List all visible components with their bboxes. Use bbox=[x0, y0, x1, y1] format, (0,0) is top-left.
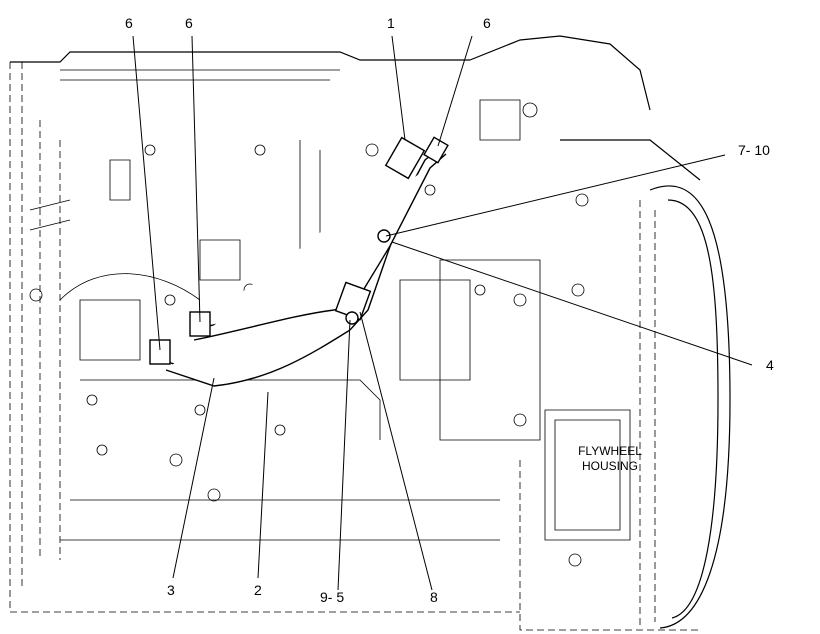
bolts-and-fittings bbox=[29, 99, 538, 502]
flywheel-housing-line2: HOUSING bbox=[581, 459, 638, 473]
leader-7-10 bbox=[385, 154, 726, 237]
tube-assembly bbox=[149, 136, 449, 387]
leader-9-5 bbox=[337, 319, 351, 591]
flywheel-housing-line1: FLYWHEEL bbox=[578, 444, 642, 458]
callout-7-10: 7- 10 bbox=[738, 142, 770, 158]
leader-1 bbox=[391, 35, 406, 141]
callout-4: 4 bbox=[766, 357, 774, 373]
callout-6-right: 6 bbox=[483, 15, 491, 31]
flywheel-housing-shape bbox=[544, 139, 731, 629]
callout-3: 3 bbox=[167, 582, 175, 598]
callout-6-mid: 6 bbox=[185, 15, 193, 31]
leader-4 bbox=[391, 241, 753, 366]
callout-8: 8 bbox=[430, 589, 438, 605]
callout-9-5: 9- 5 bbox=[320, 589, 345, 605]
callout-2: 2 bbox=[254, 582, 262, 598]
leader-6a bbox=[132, 35, 161, 351]
leader-3 bbox=[172, 377, 215, 579]
leader-2 bbox=[257, 391, 269, 579]
callout-1: 1 bbox=[387, 15, 395, 31]
callout-6-left: 6 bbox=[125, 15, 133, 31]
leader-6c bbox=[437, 35, 473, 147]
leader-lines bbox=[132, 35, 753, 591]
flywheel-housing-label: FLYWHEEL HOUSING bbox=[570, 444, 650, 474]
leader-6b bbox=[191, 35, 201, 323]
engine-block-outline bbox=[9, 35, 700, 631]
leader-8 bbox=[359, 311, 433, 591]
